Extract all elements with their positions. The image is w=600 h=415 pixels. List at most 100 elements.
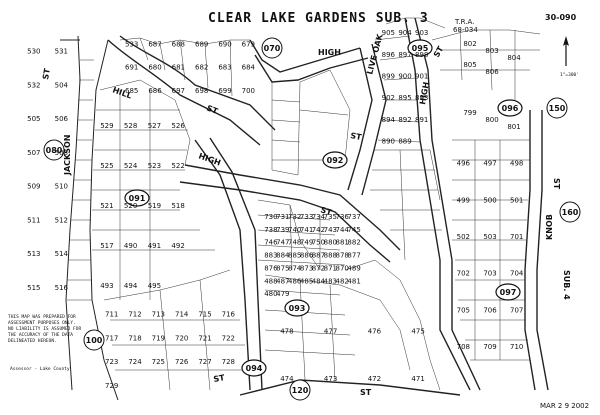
parcel-number: 501 [510, 196, 523, 204]
disclaimer-line: THE ACCURACY OF THE DATA [8, 332, 73, 338]
page-code-label: 091 [129, 194, 146, 203]
parcel-number: 898 [415, 51, 428, 59]
parcel-number: 901 [415, 73, 428, 81]
street-label: JACKSON [63, 135, 72, 177]
parcel-number: 521 [100, 202, 113, 210]
parcel-number: 488 [264, 277, 277, 285]
parcel-number: 892 [398, 116, 411, 124]
disclaimer-line: ASSESSMENT PURPOSES ONLY. [8, 320, 76, 326]
scale-label: 1"=300' [560, 72, 579, 78]
parcel-number: 890 [382, 138, 395, 146]
parcel-number: 687 [148, 40, 161, 48]
parcel-number: 880 [324, 239, 337, 247]
tra-value: 68-034 [453, 26, 478, 34]
parcel-number: 708 [457, 343, 470, 351]
parcel-number: 482 [336, 277, 349, 285]
parcel-number: 801 [507, 123, 520, 131]
parcel-number: 803 [485, 47, 498, 55]
parcel-number: 905 [382, 29, 395, 37]
parcel-number: 746 [264, 239, 278, 247]
book-code-marker: 120 [289, 379, 311, 401]
book-code-marker: 100 [83, 329, 105, 351]
parcel-number: 806 [485, 68, 499, 76]
parcel-number: 702 [457, 270, 470, 278]
parcel-number: 885 [288, 252, 301, 260]
parcel-number: 473 [324, 375, 337, 383]
parcel-number: 518 [171, 202, 184, 210]
parcel-number: 893 [415, 94, 428, 102]
street-label: ST [552, 178, 561, 190]
parcel-number: 682 [195, 64, 208, 72]
parcel-number: 722 [222, 334, 235, 342]
parcel-number: 718 [128, 334, 141, 342]
parcel-number: 511 [27, 216, 40, 224]
parcel-number: 515 [27, 284, 40, 292]
parcel-number: 679 [242, 40, 255, 48]
parcel-number: 523 [148, 162, 161, 170]
parcel-number: 529 [100, 122, 113, 130]
book-code-label: 080 [46, 146, 63, 155]
parcel-number: 472 [368, 375, 381, 383]
parcel-number: 874 [288, 264, 302, 272]
parcel-number: 524 [124, 162, 138, 170]
book-code-marker: 070 [261, 37, 283, 59]
book-code-label: 070 [264, 44, 281, 53]
parcel-lines [60, 17, 549, 401]
parcel-number: 489 [347, 264, 360, 272]
tra-label: T.R.A. [454, 18, 474, 26]
parcel-number: 870 [336, 264, 349, 272]
parcel-number: 875 [276, 264, 289, 272]
parcel-number: 484 [312, 277, 326, 285]
parcel-number: 684 [242, 64, 256, 72]
parcel-number: 709 [483, 343, 496, 351]
parcel-number: 483 [324, 277, 337, 285]
book-code-label: 160 [562, 208, 579, 217]
parcel-number: 499 [457, 196, 470, 204]
parcel-number: 471 [411, 375, 424, 383]
parcel-number: 476 [368, 327, 382, 335]
parcel-number: 735 [324, 213, 337, 221]
parcel-number: 802 [463, 40, 476, 48]
parcel-number: 891 [415, 116, 428, 124]
parcel-number: 494 [124, 282, 138, 290]
parcel-number: 902 [382, 94, 395, 102]
parcel-number: 883 [264, 252, 277, 260]
parcel-number: 714 [175, 311, 189, 319]
parcel-number: 520 [124, 202, 137, 210]
parcel-number: 512 [55, 216, 68, 224]
parcel-number: 503 [483, 233, 496, 241]
parcel-number: 871 [324, 264, 337, 272]
street-label: ST [319, 205, 333, 217]
book-code-marker: 160 [559, 201, 581, 223]
parcel-number: 873 [300, 264, 313, 272]
parcel-number: 715 [198, 311, 211, 319]
parcel-number: 725 [152, 358, 165, 366]
parcel-number: 532 [27, 81, 40, 89]
parcel-number: 738 [264, 226, 277, 234]
parcel-number: 699 [218, 87, 231, 95]
assessor-note: Assessor - Lake County [10, 366, 70, 372]
parcel-number: 533 [125, 40, 138, 48]
page-code-label: 093 [289, 304, 306, 313]
parcel-number: 737 [347, 213, 360, 221]
parcel-number: 805 [463, 61, 476, 69]
parcel-number: 683 [218, 64, 231, 72]
parcel-number: 530 [27, 48, 40, 56]
parcel-number: 716 [222, 311, 236, 319]
parcel-number: 697 [172, 87, 185, 95]
parcel-number: 728 [222, 358, 235, 366]
parcel-number: 743 [324, 226, 337, 234]
street-label: SUB. 4 [562, 270, 571, 300]
parcel-number: 877 [347, 252, 360, 260]
parcel-number: 882 [347, 239, 360, 247]
parcel-number: 691 [125, 64, 138, 72]
parcel-number: 804 [507, 54, 521, 62]
parcel-number: 888 [324, 252, 337, 260]
parcel-number: 486 [288, 277, 302, 285]
parcel-number: 481 [347, 277, 360, 285]
parcel-number: 747 [276, 239, 289, 247]
parcel-number: 710 [510, 343, 523, 351]
street-label: ST [41, 67, 52, 80]
parcel-number: 745 [347, 226, 360, 234]
parcel-number: 750 [312, 239, 325, 247]
